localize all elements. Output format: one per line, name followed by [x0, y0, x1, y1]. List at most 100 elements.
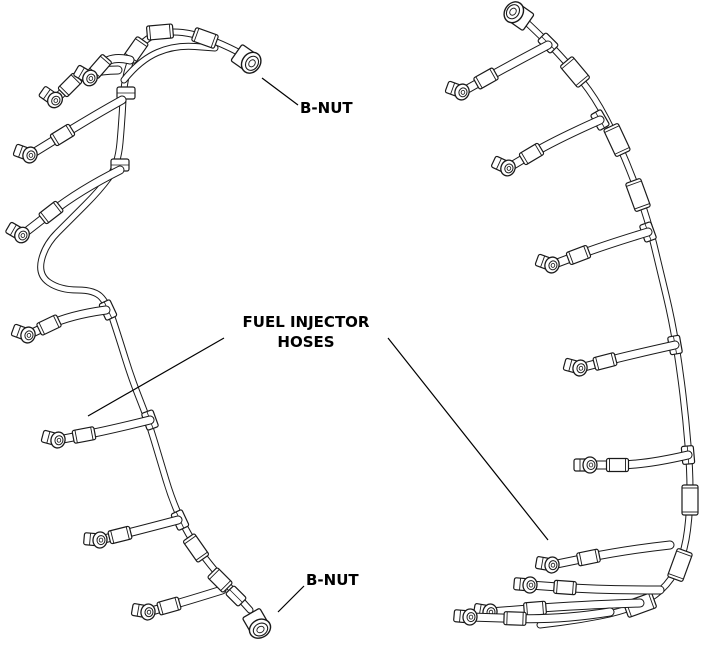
right-branch-3-sleeve-ring-a	[583, 245, 589, 259]
right-branch-1-fitting-hole	[460, 89, 466, 95]
left-top-sleeve-a-body	[191, 27, 219, 49]
left-branch-7-sleeve-body	[107, 525, 133, 545]
right-branch-7-fitting	[513, 576, 538, 594]
left-branch-4-sleeve-ring-b	[40, 211, 50, 223]
left-branch-2-sleeve-ring-a	[100, 55, 111, 66]
right-branch-5-fitting	[573, 456, 598, 474]
right-branch-2-sleeve	[518, 142, 545, 166]
right-branch-7-sleeve	[553, 579, 577, 596]
left-trunk-sleeve-1-ring-b	[195, 551, 208, 561]
b-nut-label-bottom: B-NUT	[306, 571, 359, 589]
left-top-sleeve-b-body	[146, 23, 174, 41]
left-branch-6-fitting	[40, 429, 66, 449]
right-branch-1-fitting	[444, 80, 470, 101]
left-branch-4-fitting-groove-b	[9, 224, 17, 236]
right-trunk-sleeve-1-ring-a	[561, 58, 575, 70]
left-branch-4-sleeve-ring-a	[52, 202, 62, 214]
right-trunk-sleeve-2-body	[603, 123, 631, 157]
right-branch-1-sleeve-ring-b	[475, 76, 483, 89]
right-branch-2-hose-core	[504, 116, 604, 172]
left-fuel-injector-harness	[5, 23, 272, 639]
right-branch-2-fitting-groove-b	[495, 158, 502, 170]
right-trunk-sleeve-3-ring-b	[634, 203, 650, 210]
left-b-nut-bottom	[242, 608, 272, 639]
left-branch-6-sleeve-ring-a	[90, 427, 94, 440]
right-branch-5-fitting-hole	[588, 462, 594, 468]
right-trunk-sleeve-3-body	[625, 178, 651, 212]
right-branch-2-fitting	[491, 155, 516, 177]
right-branch-6-sleeve	[576, 548, 601, 567]
left-clamp-6-seam	[229, 589, 243, 603]
left-branch-1-fitting-hole	[53, 98, 59, 103]
right-branch-1-sleeve-ring-a	[489, 68, 497, 81]
left-branch-1-fitting-groove-b	[42, 89, 51, 100]
left-branch-8-sleeve-ring-b	[159, 601, 164, 615]
right-branch-9-fitting-groove-b	[459, 610, 462, 623]
right-branch-5-sleeve	[605, 457, 630, 473]
right-branch-9-fitting	[453, 608, 478, 626]
left-branch-8-sleeve	[156, 596, 182, 616]
right-trunk-sleeve-5-ring-a	[676, 550, 692, 557]
left-branch-6-fitting-groove-b	[46, 431, 51, 444]
left-top-sleeve-b	[146, 23, 174, 41]
right-branch-3-sleeve-ring-b	[568, 251, 574, 265]
left-top-sleeve-a-ring-a	[193, 28, 200, 42]
leader-b-nut-top	[261, 77, 299, 106]
left-branch-1-sleeve-ring-a	[70, 74, 81, 85]
leader-fuel-injector-left	[87, 337, 225, 417]
left-branch-1-fitting	[38, 86, 63, 109]
right-trunk-sleeve-5-body	[667, 548, 693, 582]
right-branch-4-sleeve-ring-b	[595, 357, 600, 370]
left-branch-7-fitting	[83, 531, 108, 549]
right-branch-9-fitting-hole	[468, 614, 474, 620]
left-branch-3-fitting-groove-b	[18, 145, 24, 158]
right-branch-4-fitting-groove-b	[568, 359, 573, 372]
right-branch-4-fitting-hole	[578, 365, 584, 371]
right-trunk-sleeve-2	[603, 123, 631, 157]
right-trunk-sleeve-1	[560, 56, 590, 88]
right-branch-3-sleeve	[565, 245, 592, 265]
left-clamp-6	[225, 585, 247, 607]
left-branch-2-fitting-groove-b	[77, 67, 85, 79]
left-b-nut-bottom-hole	[256, 625, 265, 634]
left-branch-7-fitting-groove-b	[89, 533, 92, 546]
fuel-injector-hoses-label: FUEL INJECTOR HOSES	[236, 312, 376, 352]
right-trunk-sleeve-4-body	[681, 484, 699, 516]
left-b-nut-top-hole	[248, 59, 256, 68]
right-branch-8-sleeve-ring-b	[526, 602, 528, 616]
left-branch-3-sleeve	[49, 123, 76, 147]
right-branch-2-sleeve-ring-a	[534, 144, 543, 156]
left-top-sleeve-c-ring-b	[135, 38, 148, 48]
left-branch-3-sleeve-ring-b	[51, 133, 60, 145]
left-branch-4-sleeve	[38, 200, 64, 225]
left-branch-1-sleeve-ring-b	[59, 85, 70, 96]
left-branch-3-hose-core	[26, 96, 126, 159]
left-b-nut-top	[230, 44, 262, 74]
right-trunk-sleeve-3-ring-a	[626, 180, 642, 187]
right-trunk-sleeve-6-ring-a	[648, 593, 655, 609]
left-branch-3-fitting-hole	[28, 152, 34, 158]
right-branch-4-fitting	[562, 357, 588, 377]
right-b-nut-top	[503, 1, 535, 31]
right-branch-6-sleeve-ring-a	[594, 549, 599, 563]
right-trunk-sleeve-1-ring-b	[575, 74, 589, 86]
right-branch-2-sleeve-ring-b	[520, 152, 529, 164]
right-branch-6-hose-core	[548, 541, 674, 569]
right-branch-7-fitting-groove-b	[519, 578, 522, 591]
left-branch-7-sleeve-ring-a	[125, 526, 130, 540]
fuel-injector-label-line2: HOSES	[277, 333, 335, 351]
right-branch-9-sleeve	[503, 611, 527, 626]
right-branch-6-sleeve-body	[576, 548, 601, 567]
left-branch-7-fitting-hole	[98, 537, 104, 543]
leader-fuel-injector-right	[387, 337, 549, 541]
left-branch-5-sleeve	[36, 314, 62, 336]
left-branch-8-sleeve-ring-a	[174, 597, 179, 611]
right-branch-7-sleeve-ring-a	[572, 581, 574, 595]
left-branch-5-fitting	[10, 323, 36, 344]
left-trunk-sleeve-1-body	[182, 533, 210, 563]
left-trunk-sleeve-1-ring-a	[184, 535, 197, 545]
right-branch-1-fitting-groove-b	[450, 82, 456, 95]
leader-lines	[87, 77, 549, 613]
left-branch-7-sleeve-ring-b	[110, 530, 115, 544]
left-branch-5-sleeve-ring-b	[38, 322, 45, 335]
